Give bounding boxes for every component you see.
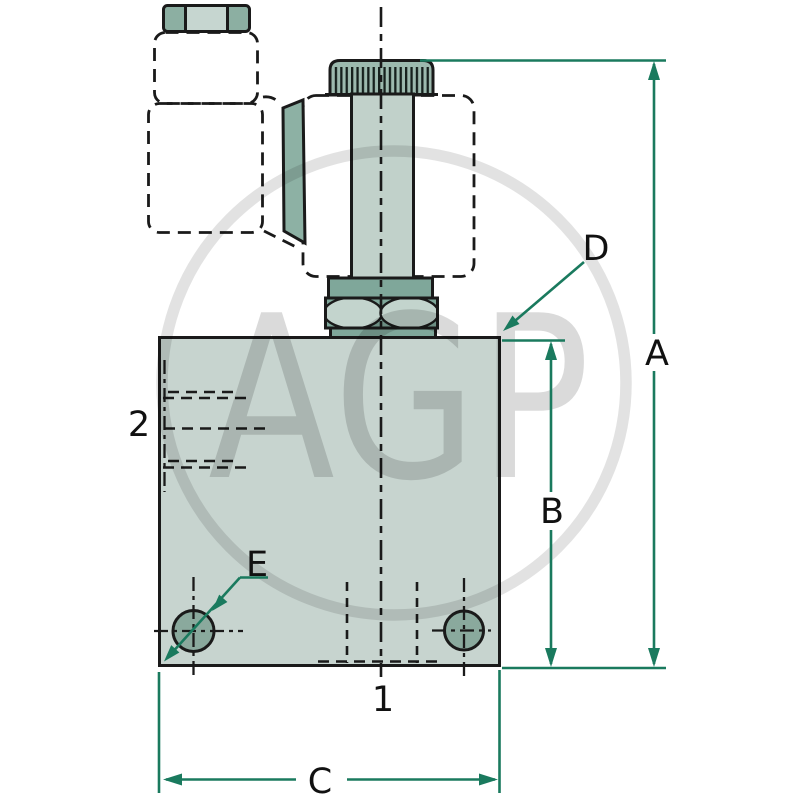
dimension-labels: A B C D E 1 2 (128, 229, 669, 800)
label-dim-b: B (540, 492, 564, 532)
hidden-lines (154, 7, 491, 677)
label-dim-a: A (645, 334, 669, 374)
retaining-plate (281, 97, 307, 246)
valve-body (158, 336, 501, 667)
dim-d-leader (508, 261, 585, 327)
locknut-facet-left (327, 299, 384, 327)
coil-connector-bottom (263, 229, 297, 249)
coil-top-nut-facet (184, 4, 229, 33)
component-shapes (158, 4, 501, 667)
arrow-a-bottom (648, 648, 660, 667)
coil-upper-outline (153, 31, 259, 105)
arrow-b-bottom (545, 648, 557, 667)
arrow-d (503, 315, 520, 331)
locknut-facet-right (379, 299, 436, 327)
arrow-e-end (164, 645, 180, 662)
dimension-arrowheads (163, 61, 660, 786)
label-hole-e: E (246, 545, 268, 585)
stem-shaft (350, 92, 415, 280)
arrow-a-top (648, 61, 660, 80)
arrow-e-mid (212, 594, 228, 611)
label-corner-d: D (583, 229, 610, 269)
arrow-c-right (479, 773, 498, 786)
coil-connector-top (262, 95, 283, 106)
label-port-1: 1 (372, 680, 394, 720)
arrow-c-left (163, 773, 182, 786)
label-port-2: 2 (128, 405, 150, 445)
arrow-b-top (545, 341, 557, 360)
dim-e-leader (169, 576, 241, 656)
label-dim-c: C (308, 762, 332, 800)
dimension-lines (157, 59, 666, 793)
coil-lower-outline (147, 102, 264, 234)
